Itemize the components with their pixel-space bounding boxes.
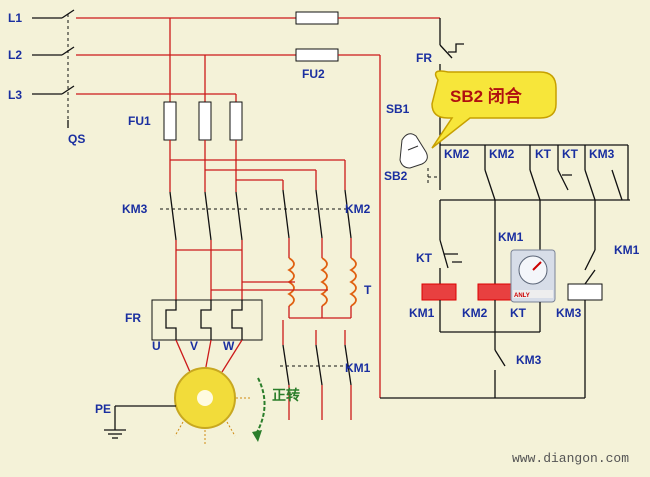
label-kt-contact: KT [416, 251, 433, 265]
label-coil-km3: KM3 [556, 306, 582, 320]
label-km1-main: KM1 [345, 361, 371, 375]
label-fr-ctrl: FR [416, 51, 432, 65]
label-fr-main: FR [125, 311, 141, 325]
label-km2-main: KM2 [345, 202, 371, 216]
label-km2-ctrl-a: KM2 [444, 147, 470, 161]
fuse-fu2-a [295, 11, 339, 25]
fuse-fu2-b [295, 48, 339, 62]
label-kt-ctrl-a: KT [535, 147, 552, 161]
rotation-arrow-icon [255, 377, 266, 435]
thermal-relay-fr [151, 299, 263, 341]
main-circuit: FU1 KM3 KM2 T [122, 18, 372, 420]
label-w: W [223, 339, 235, 353]
label-l2: L2 [8, 48, 22, 62]
pointer-hand-icon [399, 133, 428, 169]
motor: 正转 PE [95, 367, 300, 446]
label-sb2: SB2 [384, 169, 408, 183]
fuse-fu1-a [163, 101, 177, 141]
label-km3-main: KM3 [122, 202, 148, 216]
label-km1-ctrl: KM1 [498, 230, 524, 244]
label-kt-ctrl-b: KT [562, 147, 579, 161]
label-km3-ctrl: KM3 [589, 147, 615, 161]
label-fu2: FU2 [302, 67, 325, 81]
transformer-coil-c [349, 257, 357, 307]
label-transformer: T [364, 283, 372, 297]
label-coil-km2: KM2 [462, 306, 488, 320]
callout-text: SB2 闭合 [450, 86, 523, 106]
label-u: U [152, 339, 161, 353]
callout-bubble: SB2 闭合 [399, 70, 557, 169]
label-km1-aux: KM1 [614, 243, 640, 257]
label-km3-bottom: KM3 [516, 353, 542, 367]
label-rotation: 正转 [272, 387, 300, 403]
watermark: www.diangon.com [512, 451, 629, 466]
label-l1: L1 [8, 11, 22, 25]
label-coil-km1: KM1 [409, 306, 435, 320]
control-circuit: FR SB1 SB2 KM2 KM2 KT KT KM3 KM1 KM1 [380, 18, 640, 399]
supply-lines: L1 L2 L3 QS FU2 [8, 9, 440, 398]
transformer-coil-b [320, 257, 328, 307]
label-km2-ctrl-b: KM2 [489, 147, 515, 161]
label-qs: QS [68, 132, 85, 146]
timer-brand: ANLY [514, 293, 530, 299]
fuse-fu1-b [198, 101, 212, 141]
coil-km1 [421, 283, 457, 301]
label-coil-kt: KT [510, 306, 527, 320]
coil-km2 [477, 283, 513, 301]
label-sb1: SB1 [386, 102, 410, 116]
label-fu1: FU1 [128, 114, 151, 128]
label-v: V [190, 339, 198, 353]
fuse-fu1-c [229, 101, 243, 141]
label-pe: PE [95, 402, 111, 416]
label-l3: L3 [8, 88, 22, 102]
coil-km3 [567, 283, 603, 301]
